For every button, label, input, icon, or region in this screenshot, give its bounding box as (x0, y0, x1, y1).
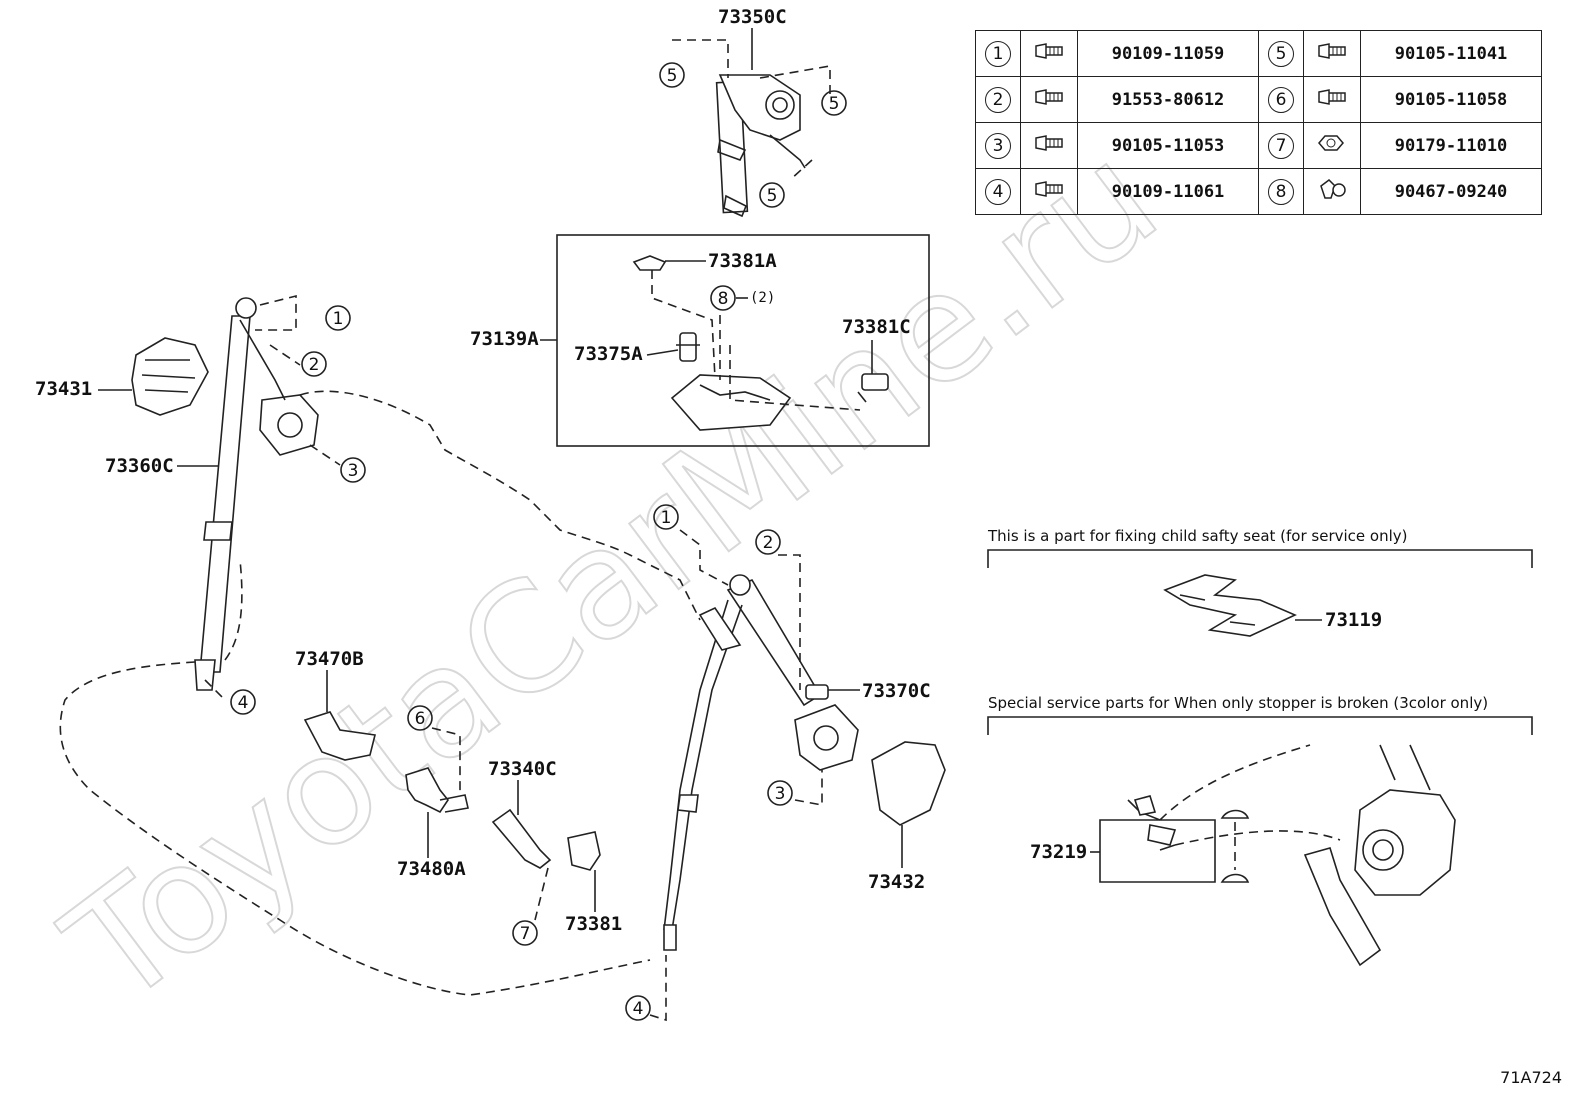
label-73480a: 73480A (397, 858, 466, 880)
label-73350c: 73350C (718, 6, 787, 28)
svg-text:2: 2 (763, 533, 774, 553)
part-number: 91553-80612 (1077, 76, 1259, 123)
callout-3b: 3 (767, 780, 793, 806)
part-number: 90109-11059 (1077, 30, 1259, 77)
flange-bolt-icon (1035, 181, 1063, 197)
plate-73119 (1163, 574, 1297, 637)
svg-text:5: 5 (667, 66, 678, 86)
label-73370c: 73370C (862, 680, 931, 702)
cover-73480a (405, 767, 469, 814)
svg-text:7: 7 (520, 924, 531, 944)
table-row: 3 90105-11053 7 90179-11010 (975, 122, 1542, 169)
callout-1a: 1 (325, 305, 351, 331)
part-number: 90179-11010 (1360, 122, 1542, 169)
ref-circle: 1 (985, 40, 1011, 67)
seat-outline (59, 390, 701, 996)
callout-5b: 5 (821, 90, 847, 116)
label-73432: 73432 (868, 871, 925, 893)
label-73375a: 73375A (574, 343, 643, 365)
clip-73381a (632, 255, 667, 271)
flange-bolt-icon (1035, 43, 1063, 59)
svg-text:6: 6 (415, 709, 426, 729)
label-73219: 73219 (1030, 841, 1087, 863)
callout-7: 7 (512, 920, 538, 946)
table-row: 4 90109-11061 8 90467-09240 (975, 168, 1542, 215)
note-child-seat: This is a part for fixing child safty se… (987, 527, 1407, 545)
bracket-73219 (1099, 819, 1216, 883)
part-number: 90109-11061 (1077, 168, 1259, 215)
belt-73360c (194, 297, 319, 691)
label-73470b: 73470B (295, 648, 364, 670)
flange-bolt-icon (1318, 43, 1346, 59)
svg-text:8: 8 (718, 289, 729, 309)
ref-circle: 2 (985, 86, 1011, 113)
callout-5a: 5 (659, 62, 685, 88)
callout-3a: 3 (340, 457, 366, 483)
callout-2a: 2 (301, 351, 327, 377)
cover-73432 (871, 741, 946, 826)
label-73381c: 73381C (842, 316, 911, 338)
buckle-73375a (670, 332, 792, 431)
stopper-assembly-73219 (1127, 744, 1456, 967)
ref-circle: 4 (985, 178, 1011, 205)
bracket-stopper (987, 716, 1533, 735)
svg-text:4: 4 (633, 999, 644, 1019)
callout-2b: 2 (755, 529, 781, 555)
label-73360c: 73360C (105, 455, 174, 477)
part-number: 90105-11058 (1360, 76, 1542, 123)
figure-code: 71A724 (1500, 1068, 1562, 1087)
callout-8: 8 (710, 285, 736, 311)
ref-circle: 3 (985, 132, 1011, 159)
bracket-child-seat (987, 549, 1533, 568)
clip-73381 (567, 831, 601, 871)
flange-bolt-icon (1035, 135, 1063, 151)
label-73119: 73119 (1325, 609, 1382, 631)
cover-73431 (131, 337, 209, 416)
part-number: 90105-11041 (1360, 30, 1542, 77)
flange-bolt-icon (1318, 89, 1346, 105)
svg-text:5: 5 (767, 186, 778, 206)
svg-text:4: 4 (238, 693, 249, 713)
retractor-73350c (715, 74, 806, 218)
ref-circle: 7 (1268, 132, 1294, 159)
callout-4b: 4 (625, 995, 651, 1021)
label-73431: 73431 (35, 378, 92, 400)
callout-1b: 1 (653, 504, 679, 530)
table-row: 1 90109-11059 5 90105-11041 (975, 30, 1542, 77)
anchor-73340c (491, 808, 552, 869)
ref-circle: 6 (1268, 86, 1294, 113)
clip-icon (1320, 179, 1346, 199)
part-number: 90105-11053 (1077, 122, 1259, 169)
nut-icon (1318, 135, 1344, 151)
flange-bolt-icon (1035, 89, 1063, 105)
table-row: 2 91553-80612 6 90105-11058 (975, 76, 1542, 123)
callout-5c: 5 (759, 182, 785, 208)
bracket-73470b (303, 711, 376, 761)
callout-6: 6 (407, 705, 433, 731)
part-number: 90467-09240 (1360, 168, 1542, 215)
callout-4a: 4 (230, 689, 256, 715)
svg-text:1: 1 (333, 309, 344, 329)
label-73340c: 73340C (488, 758, 557, 780)
label-73381a: 73381A (708, 250, 777, 272)
svg-text:1: 1 (661, 508, 672, 528)
fastener-table: 1 90109-11059 5 90105-11041 2 91553-8061… (975, 30, 1542, 215)
clip-73381c (857, 373, 889, 403)
label-73139a: 73139A (470, 328, 539, 350)
svg-text:2: 2 (309, 355, 320, 375)
svg-text:3: 3 (348, 461, 359, 481)
svg-text:5: 5 (829, 94, 840, 114)
svg-text:3: 3 (775, 784, 786, 804)
note-stopper: Special service parts for When only stop… (988, 694, 1488, 712)
qty-8: (2) (750, 290, 775, 306)
ref-circle: 8 (1268, 178, 1294, 205)
ref-circle: 5 (1268, 40, 1294, 67)
label-73381: 73381 (565, 913, 622, 935)
belt-73370c (663, 574, 859, 951)
